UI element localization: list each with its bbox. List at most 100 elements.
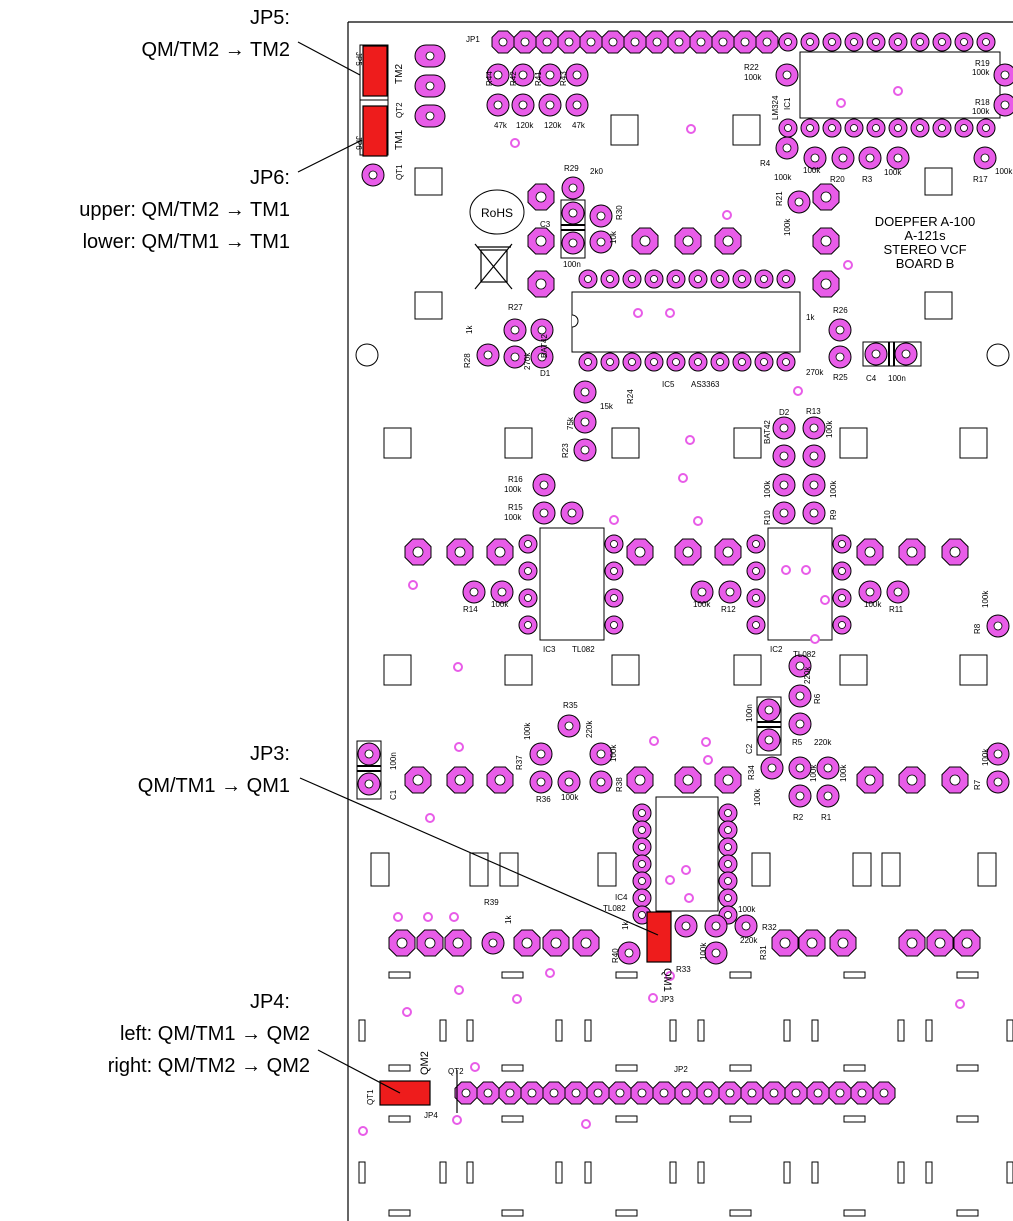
label-jp5: JP5	[354, 52, 363, 66]
capacitor-pads	[357, 201, 918, 796]
resistor-pad	[617, 941, 641, 965]
label-r7-val: 100k	[981, 748, 990, 766]
rohs-text: RoHS	[481, 206, 513, 220]
resistor-pad	[986, 770, 1010, 794]
label-r11-val: 100k	[864, 600, 882, 609]
resistor-pad	[802, 501, 826, 525]
ic5-pin	[578, 269, 598, 289]
ic1-pin	[910, 118, 930, 138]
resistor-pad	[674, 914, 698, 938]
ic3-pin	[518, 534, 538, 554]
ic1-pin	[800, 32, 820, 52]
label-r38-val: 100k	[609, 744, 618, 762]
octagon-pad	[898, 766, 926, 794]
label-r15: R15	[508, 503, 523, 512]
jumper-jp6	[362, 105, 388, 157]
octagon-pad	[542, 929, 570, 957]
ic2-pin	[832, 615, 852, 635]
resistor-pad	[486, 93, 510, 117]
jp1-pin	[513, 30, 537, 54]
label-r26: R26	[833, 306, 848, 315]
via	[665, 875, 675, 885]
jp2-pin	[454, 1081, 478, 1105]
ic1-pin	[800, 118, 820, 138]
jp1-pin	[667, 30, 691, 54]
jp2-pin	[850, 1081, 874, 1105]
label-r22: R22	[744, 63, 759, 72]
label-r22-val: 100k	[744, 73, 762, 82]
resistor-pad	[772, 473, 796, 497]
ic4-pin	[718, 837, 738, 857]
ic2-pin	[746, 561, 766, 581]
label-d1: D1	[540, 369, 551, 378]
resistor-pad	[557, 770, 581, 794]
ic3-pin	[604, 588, 624, 608]
octagon-pad	[714, 227, 742, 255]
label-r29: R29	[564, 164, 579, 173]
resistor-pad	[718, 580, 742, 604]
jp2-pin	[784, 1081, 808, 1105]
ic5-pin	[688, 269, 708, 289]
label-ic1: IC1	[783, 97, 792, 110]
octagon-pad	[812, 183, 840, 211]
label-r35-val: 220k	[585, 720, 594, 738]
label-r31: R31	[759, 945, 768, 960]
callout-jp5: JP5: QM/TM2 → TM2	[141, 7, 290, 61]
label-r24-val: 15k	[600, 402, 614, 411]
octagon-pad	[674, 538, 702, 566]
label-r39: R39	[484, 898, 499, 907]
label-r8-val: 100k	[981, 590, 990, 608]
octagon-pad	[898, 538, 926, 566]
callout-jp4-line2: right: QM/TM2 → QM2	[108, 1055, 310, 1077]
label-c3-val: 100n	[563, 260, 581, 269]
ic4-pin	[632, 803, 652, 823]
ic2-pin	[832, 534, 852, 554]
label-r23: R23	[561, 443, 570, 458]
callout-jp6: JP6: upper: QM/TM2 → TM1 lower: QM/TM1 →…	[79, 167, 290, 253]
ic5-pin	[622, 352, 642, 372]
ic3-pin	[518, 615, 538, 635]
ic1-pin	[976, 32, 996, 52]
via	[402, 1007, 412, 1017]
ic4-pin	[632, 871, 652, 891]
label-r41-val: 120k	[544, 121, 562, 130]
jp1-pin	[711, 30, 735, 54]
label-jp2: JP2	[674, 1065, 688, 1074]
label-ic4: IC4	[615, 893, 628, 902]
label-r14: R14	[463, 605, 478, 614]
label-r19-val: 100k	[972, 68, 990, 77]
label-ic3: IC3	[543, 645, 556, 654]
resistor-pad	[560, 501, 584, 525]
resistor-pad	[511, 93, 535, 117]
ic4-pin	[718, 820, 738, 840]
label-r21-val: 100k	[783, 218, 792, 236]
label-r18: R18	[975, 98, 990, 107]
jumper-jp5	[362, 45, 388, 97]
label-r9: R9	[829, 509, 838, 520]
board-outline	[347, 21, 1013, 1221]
label-qt2-top: QT2	[395, 102, 404, 118]
mounting-hole-right	[986, 343, 1010, 367]
ic1-pin	[954, 118, 974, 138]
label-r33: R33	[676, 965, 691, 974]
resistor-pad	[772, 444, 796, 468]
via	[581, 1119, 591, 1129]
label-jp1: JP1	[466, 35, 480, 44]
via	[358, 1126, 368, 1136]
ic1-pin	[888, 118, 908, 138]
resistor-pad	[788, 684, 812, 708]
label-r36-val: 100k	[561, 793, 579, 802]
octagon-pad	[926, 929, 954, 957]
ic1-pin	[954, 32, 974, 52]
jp2-pin	[740, 1081, 764, 1105]
label-qm1: QM1	[661, 968, 673, 992]
octagon-pad	[856, 766, 884, 794]
label-r39-val: 1k	[504, 915, 513, 924]
label-r12: R12	[721, 605, 736, 614]
slot-outlines	[370, 852, 997, 887]
label-r17-val: 100k	[995, 167, 1013, 176]
jp2-pin	[564, 1081, 588, 1105]
resistor-pad	[993, 63, 1013, 87]
label-r42: R42	[509, 71, 518, 86]
label-r37-val: 100k	[523, 722, 532, 740]
